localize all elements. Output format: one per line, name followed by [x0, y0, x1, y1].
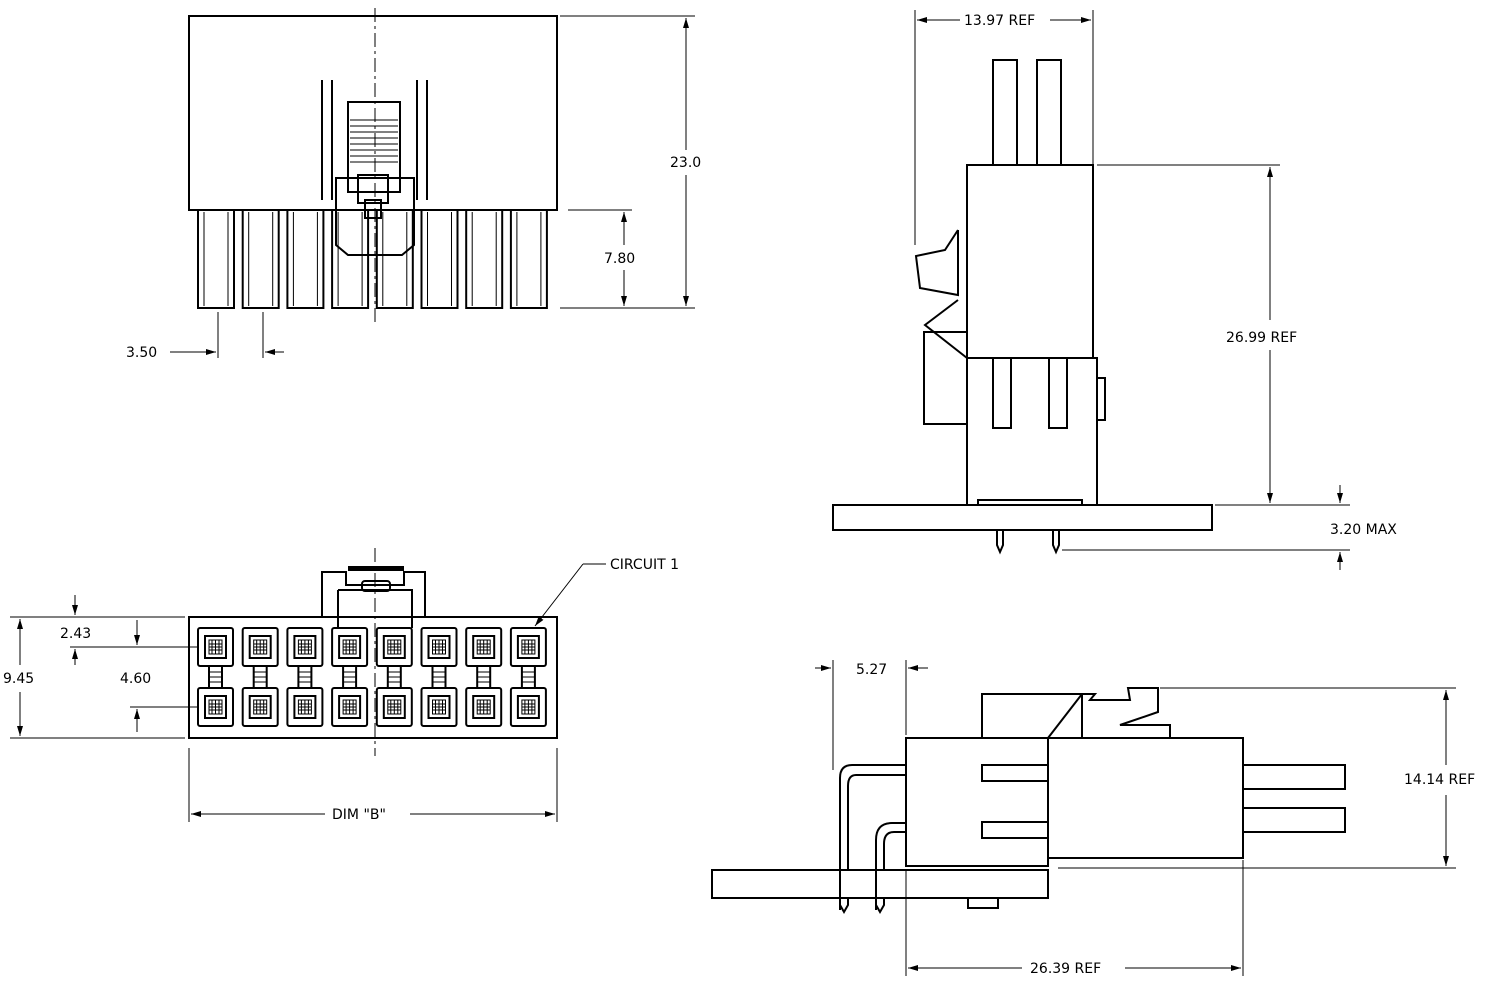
dimension-width-ref: 13.97 REF: [914, 10, 1094, 245]
pcb: [711, 869, 1049, 899]
cavity: [286, 627, 324, 689]
latch: [914, 229, 968, 359]
cavity: [197, 627, 234, 689]
circuit-1-callout: CIRCUIT 1: [534, 557, 679, 627]
dim-label: 23.0: [670, 155, 701, 171]
pcb-pins: [977, 499, 1083, 555]
dimension-height-ref: 26.99 REF: [1097, 164, 1350, 506]
dim-label: 26.99 REF: [1226, 330, 1297, 346]
cavity: [420, 687, 458, 727]
dim-label: 3.50: [126, 345, 157, 361]
pin: [1036, 59, 1062, 166]
dim-label: 3.20 MAX: [1330, 522, 1397, 538]
dimension-pin-length: 7.80: [568, 209, 635, 306]
pin: [375, 209, 414, 309]
dim-label: 4.60: [120, 671, 151, 687]
pin: [331, 209, 370, 309]
front-view: 9.45 2.43 4.60 DIM "B" CIRCUIT 1: [3, 548, 679, 823]
latch: [1047, 687, 1171, 739]
dim-label: 26.39 REF: [1030, 961, 1101, 977]
cavity: [286, 687, 324, 727]
pin: [286, 209, 325, 309]
pin: [465, 209, 504, 309]
cavity: [331, 627, 369, 689]
plug-body: [966, 164, 1094, 359]
cavity: [509, 687, 547, 727]
pcb: [832, 504, 1213, 531]
pin: [420, 209, 459, 309]
pin: [1242, 807, 1346, 833]
cavity: [241, 627, 279, 689]
pin: [1242, 764, 1346, 790]
pin: [197, 209, 235, 309]
dimension-b: DIM "B": [188, 748, 558, 823]
pin-row: [197, 209, 548, 309]
plug-body: [1047, 737, 1244, 859]
cavity: [509, 627, 547, 689]
cavity-grid: [197, 627, 547, 727]
cavity: [375, 627, 413, 689]
dim-label: 7.80: [604, 251, 635, 267]
dimension-offset: 5.27: [815, 660, 928, 770]
pin: [509, 209, 548, 309]
cavity: [420, 627, 458, 689]
dim-label: 5.27: [856, 662, 887, 678]
circuit-label: CIRCUIT 1: [610, 557, 679, 573]
pin: [241, 209, 280, 309]
dim-label: 2.43: [60, 626, 91, 642]
latch: [321, 80, 428, 256]
dim-label: DIM "B": [332, 807, 386, 823]
right-angle-view: 5.27 14.14 REF 26.39 REF: [711, 660, 1475, 977]
dimension-row-pitch: 4.60: [120, 620, 198, 732]
dim-label: 9.45: [3, 671, 34, 687]
dimension-offset-top: 2.43: [60, 595, 198, 665]
housing-body: [188, 15, 558, 211]
dim-label: 14.14 REF: [1404, 772, 1475, 788]
dim-label: 13.97 REF: [964, 13, 1035, 29]
cavity: [375, 687, 413, 727]
header-body: [905, 737, 1049, 867]
cavity: [197, 687, 234, 727]
dimension-pcb-max: 3.20 MAX: [1062, 485, 1397, 570]
dimension-height: 9.45: [3, 616, 185, 739]
header-body: [966, 357, 1098, 506]
cavity: [331, 687, 369, 727]
dimension-height-total: 23.0: [560, 15, 701, 309]
right-angle-pins: [839, 764, 906, 910]
dimension-height-ref: 14.14 REF: [1058, 687, 1475, 869]
side-view: 13.97 REF 26.99 REF 3.20 MAX: [832, 10, 1397, 570]
cavity: [241, 687, 279, 727]
dimension-length-ref: 26.39 REF: [905, 860, 1244, 977]
cavity: [465, 687, 503, 727]
cavity: [465, 627, 503, 689]
dimension-pin-pitch: 3.50: [126, 312, 284, 361]
housing-face: [188, 616, 558, 739]
top-view: 23.0 7.80 3.50: [126, 8, 701, 361]
pin: [992, 59, 1018, 166]
